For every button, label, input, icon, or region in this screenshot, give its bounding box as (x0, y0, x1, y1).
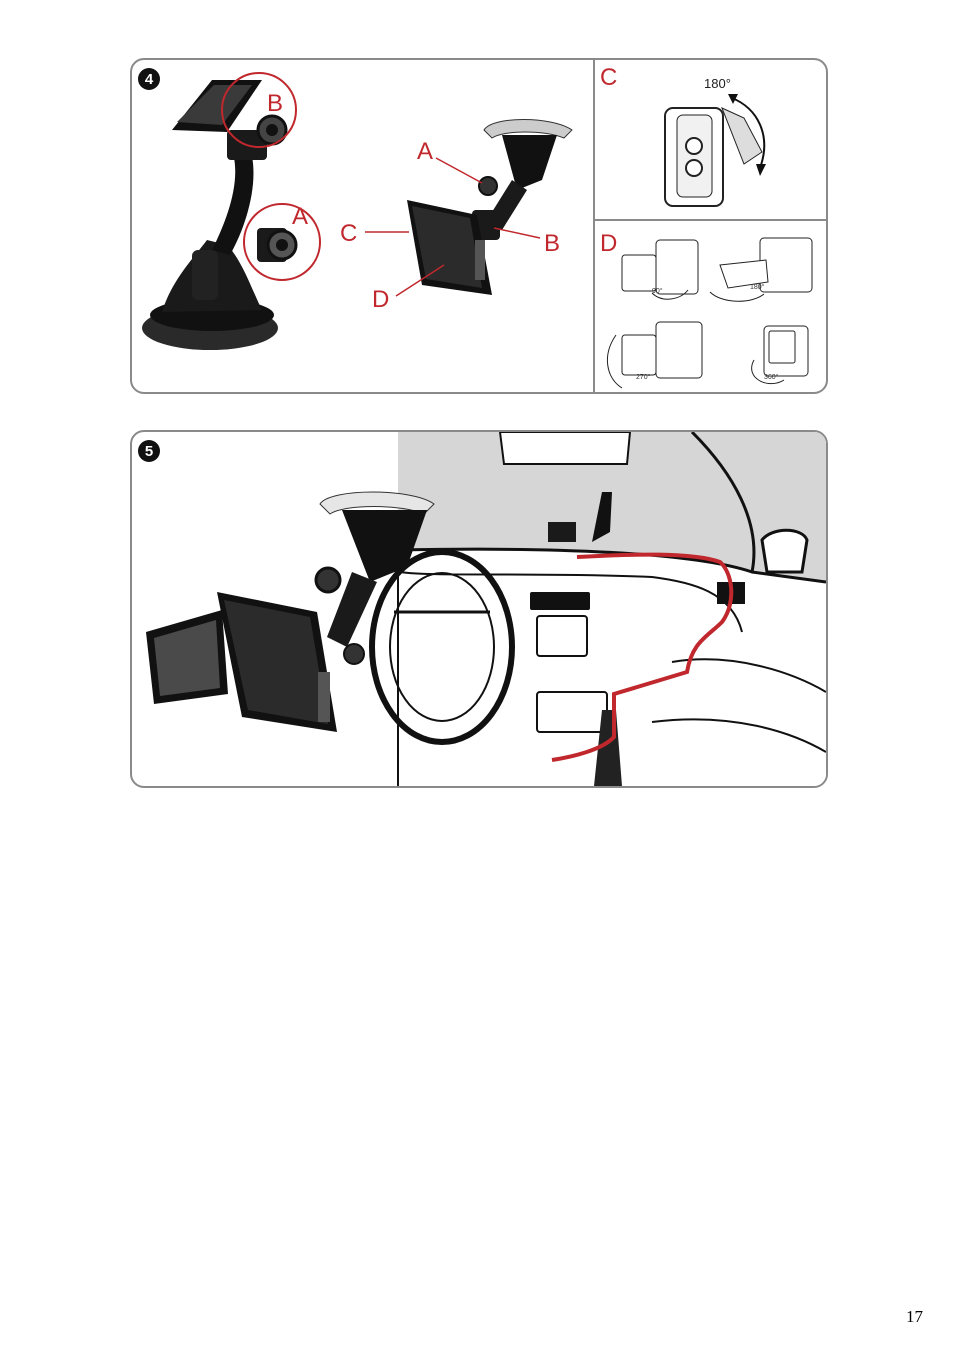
panel-d-angle-3: 270° (636, 374, 650, 381)
page-number: 17 (906, 1307, 923, 1327)
suction-mount-drawing (142, 80, 296, 350)
figure-5-badge: 5 (138, 440, 160, 462)
label-a-right: A (417, 140, 433, 164)
label-b-left: B (267, 92, 283, 116)
figure-4-illustration (132, 60, 826, 392)
panel-d-rotation-drawings (607, 238, 812, 388)
camera-with-screen-drawing (146, 492, 434, 732)
label-a-left: A (292, 205, 308, 229)
label-d-mount: D (372, 288, 389, 312)
panel-d-angle-2: 180° (750, 284, 764, 291)
panel-d-angle-1: 90° (652, 288, 663, 295)
label-b-right: B (544, 232, 560, 256)
figure-5-panel: 5 (130, 430, 828, 788)
figure-5-illustration (132, 432, 826, 786)
panel-d-label: D (600, 232, 617, 256)
panel-c-label: C (600, 66, 617, 90)
panel-c-camera-drawing (665, 94, 766, 206)
panel-d-angle-4: 360° (764, 374, 778, 381)
figure-4-badge: 4 (138, 68, 160, 90)
label-c-mount: C (340, 222, 357, 246)
panel-c-angle: 180° (704, 76, 731, 91)
figure-4-panel: 4 B A A B C D C 180° D 90° 180° 270° 360… (130, 58, 828, 394)
car-interior-drawing (372, 432, 826, 786)
